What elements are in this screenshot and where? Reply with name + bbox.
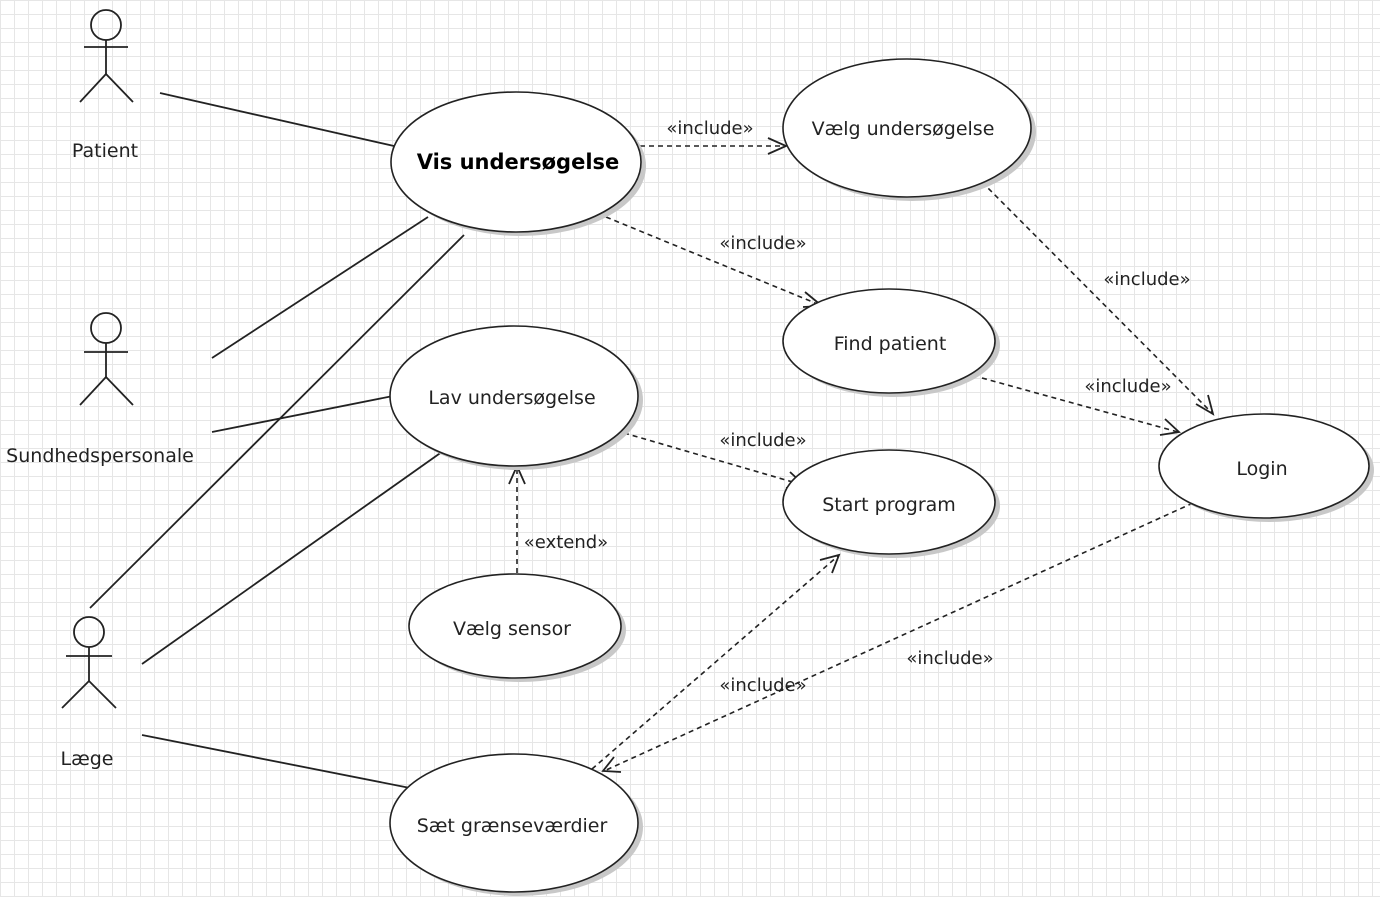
usecase-label: Vis undersøgelse [417,150,620,174]
stereotype-label: «include» [906,648,993,669]
usecase-saet-graensevaerdier[interactable]: Sæt grænseværdier [389,753,643,896]
actor-label-patient: Patient [72,140,138,162]
usecase-label: Start program [822,494,956,516]
association-sundhedspersonale-vis-undersoegelse [211,216,429,359]
usecase-vaelg-undersoegelse[interactable]: Vælg undersøgelse [782,58,1036,201]
include-saet-from-login [601,502,1194,773]
association-laege-lav-undersoegelse [141,448,447,665]
usecase-label: Find patient [834,333,947,355]
stereotype-label: «include» [719,675,806,696]
arrowhead-icon [1159,418,1181,436]
usecase-label: Vælg undersøgelse [812,118,995,140]
usecase-label: Login [1236,458,1287,480]
arrowhead-icon [819,553,841,574]
usecase-login[interactable]: Login [1158,413,1374,522]
stereotype-label: «extend» [524,532,608,553]
usecase-label: Lav undersøgelse [428,387,595,409]
stereotype-label: «include» [666,118,753,139]
include-vaelg-undersoegelse-to-login [981,181,1215,416]
usecase-find-patient[interactable]: Find patient [782,288,1000,397]
extend-sensor-to-lav [508,463,526,573]
usecase-vaelg-sensor[interactable]: Vælg sensor [408,573,626,682]
stereotype-label: «include» [1103,269,1190,290]
arrowhead-icon [767,137,789,155]
stereotype-label: «include» [1084,376,1171,397]
association-laege-vis-undersoegelse [89,234,465,609]
arrowhead-icon [1195,394,1215,416]
include-vis-to-vaelg-undersoegelse [640,137,789,155]
usecase-label: Sæt grænseværdier [417,815,608,837]
include-saet-to-start-program [591,553,841,770]
include-find-patient-to-login [981,377,1181,436]
usecase-label: Vælg sensor [453,618,571,640]
stick-figure-icon [79,312,134,406]
stick-figure-icon [79,9,134,103]
actor-sundhedspersonale[interactable]: Sundhedspersonale [6,312,194,467]
usecase-lav-undersoegelse[interactable]: Lav undersøgelse [389,325,643,470]
association-laege-saet-graensevaerdier [141,734,411,789]
association-sundhedspersonale-lav-undersoegelse [211,395,394,433]
stereotype-label: «include» [719,430,806,451]
actor-label-sundhedspersonale: Sundhedspersonale [6,445,194,467]
association-patient-vis-undersoegelse [159,92,395,147]
include-vis-to-find-patient [605,216,825,308]
usecase-vis-undersoegelse[interactable]: Vis undersøgelse [390,91,646,236]
stick-figure-icon [61,616,117,709]
arrowhead-icon [601,756,622,773]
usecase-start-program[interactable]: Start program [782,449,1000,558]
actor-label-laege: Læge [61,748,114,770]
actor-patient[interactable]: Patient [72,9,138,162]
stereotype-label: «include» [719,233,806,254]
actor-laege[interactable]: Læge [61,616,117,770]
